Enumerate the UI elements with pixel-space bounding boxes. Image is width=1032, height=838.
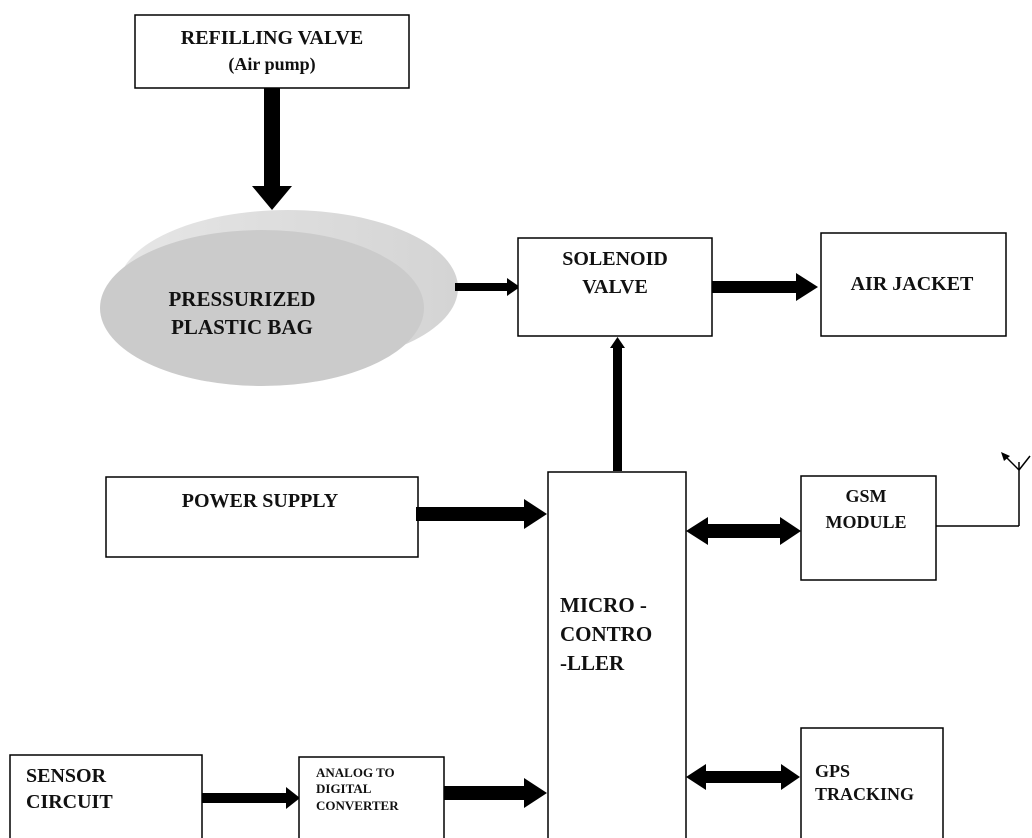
air-jacket-block: AIR JACKET: [820, 232, 1007, 337]
microcontroller-label-1: MICRO -: [560, 593, 647, 617]
adc-label-1: ANALOG TO: [316, 765, 395, 780]
refilling-valve-label: REFILLING VALVE: [181, 27, 363, 49]
arrow-sensor-to-adc: [202, 787, 300, 809]
refilling-valve-sublabel: (Air pump): [228, 54, 315, 75]
plastic-bag-label-1: PRESSURIZED: [168, 287, 315, 311]
arrow-refill-to-bag: [252, 88, 292, 210]
plastic-bag-label-2: PLASTIC BAG: [171, 315, 313, 339]
arrow-controller-to-solenoid: [610, 337, 625, 471]
arrow-bag-to-solenoid: [455, 278, 520, 296]
arrow-adc-to-controller: [444, 778, 547, 808]
gps-tracking-block: GPS TRACKING: [800, 727, 944, 838]
arrow-controller-gsm: [686, 517, 801, 545]
gsm-module-block: GSM MODULE: [800, 475, 937, 581]
arrow-controller-gps: [686, 764, 800, 790]
adc-block: ANALOG TO DIGITAL CONVERTER: [298, 756, 445, 838]
arrow-power-to-controller: [416, 499, 547, 529]
power-supply-label: POWER SUPPLY: [182, 490, 339, 512]
air-jacket-label: AIR JACKET: [851, 273, 974, 295]
adc-label-2: DIGITAL: [316, 781, 372, 796]
gps-tracking-label-2: TRACKING: [815, 784, 914, 804]
sensor-circuit-label-2: CIRCUIT: [26, 791, 113, 813]
microcontroller-label-3: -LLER: [560, 651, 625, 675]
antenna-icon: [936, 452, 1031, 527]
gsm-module-label-2: MODULE: [826, 512, 907, 532]
sensor-circuit-block: SENSOR CIRCUIT: [9, 754, 203, 838]
arrow-solenoid-to-air-jacket: [712, 273, 818, 301]
refilling-valve-block: REFILLING VALVE (Air pump): [134, 14, 410, 89]
power-supply-block: POWER SUPPLY: [105, 476, 419, 558]
gps-tracking-label-1: GPS: [815, 761, 850, 781]
solenoid-valve-block: SOLENOID VALVE: [517, 237, 713, 337]
pressurized-plastic-bag-block: PRESSURIZED PLASTIC BAG: [100, 210, 458, 386]
sensor-circuit-label-1: SENSOR: [26, 765, 107, 787]
adc-label-3: CONVERTER: [316, 798, 399, 813]
solenoid-valve-label-1: SOLENOID: [562, 248, 668, 270]
microcontroller-block: MICRO - CONTRO -LLER: [547, 471, 687, 838]
solenoid-valve-label-2: VALVE: [582, 276, 648, 298]
gsm-module-label-1: GSM: [845, 486, 886, 506]
microcontroller-label-2: CONTRO: [560, 622, 652, 646]
